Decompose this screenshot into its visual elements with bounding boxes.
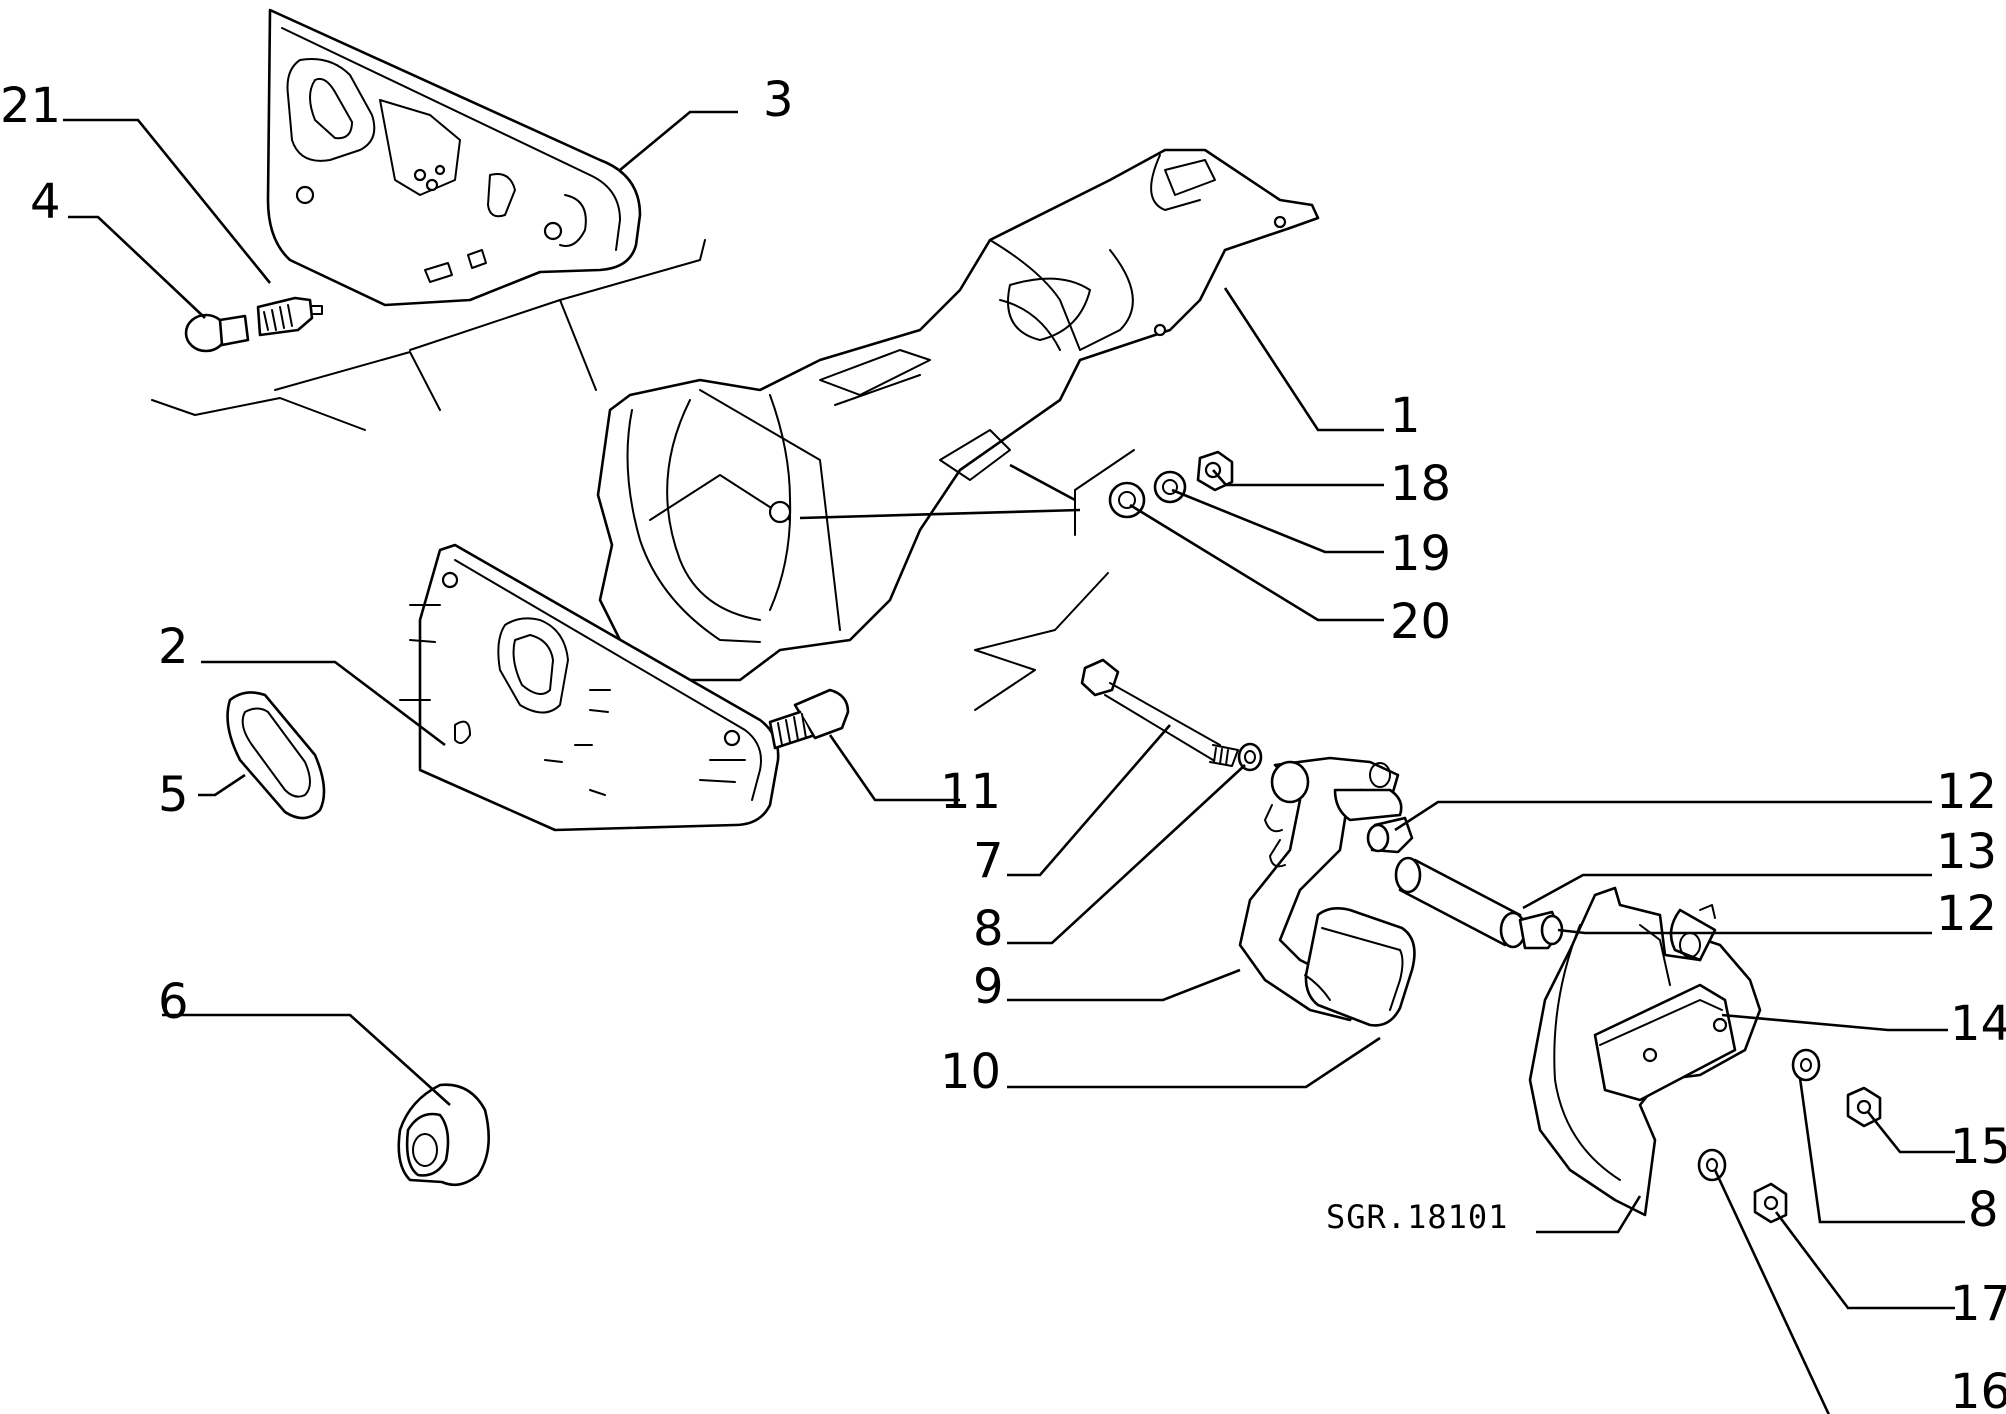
callout-19: 19 (1390, 526, 1451, 582)
callout-3: 3 (763, 72, 794, 128)
callout-9: 9 (973, 959, 1004, 1015)
part-3-upper-plate (266, 8, 642, 307)
break-lines-upper (151, 239, 706, 431)
callout-16: 16 (1950, 1364, 2006, 1414)
callout-21: 21 (0, 78, 61, 134)
part-12-bushing-lower (1518, 910, 1564, 950)
break-lines-middle (974, 449, 1135, 711)
part-16-washer (1697, 1148, 1727, 1182)
callout-10: 10 (940, 1044, 1001, 1100)
callout-5: 5 (158, 767, 189, 823)
callout-6: 6 (158, 974, 189, 1030)
part-8-washer-upper (1237, 742, 1263, 772)
part-1-main-bracket (596, 148, 1320, 682)
callout-12-upper: 12 (1936, 764, 1997, 820)
callout-8-upper: 8 (973, 901, 1004, 957)
leader-lines (63, 110, 1965, 1414)
part-10-pedal-pad (1304, 907, 1416, 1027)
part-14-pedal-bracket (1528, 886, 1762, 1217)
part-19-lock-washer (1153, 470, 1187, 504)
callout-14: 14 (1950, 996, 2006, 1052)
part-17-nut (1753, 1182, 1788, 1224)
callout-17: 17 (1950, 1276, 2006, 1332)
callout-11: 11 (940, 764, 1001, 820)
part-5-seal (226, 691, 326, 820)
part-21-stud (256, 296, 323, 337)
part-7-pivot-bolt (1080, 658, 1239, 767)
callout-4: 4 (30, 174, 61, 230)
part-2-lower-plate (399, 543, 780, 832)
callout-13: 13 (1936, 824, 1997, 880)
part-13-spacer-tube (1394, 856, 1527, 949)
callout-18: 18 (1390, 456, 1451, 512)
callout-8-lower: 8 (1968, 1182, 1999, 1238)
part-6-bushing (397, 1083, 490, 1187)
callout-12-lower: 12 (1936, 886, 1997, 942)
part-8-washer-lower (1791, 1048, 1821, 1082)
drawing-reference: SGR.18101 (1326, 1198, 1508, 1236)
callout-7: 7 (973, 833, 1004, 889)
part-11-bolt (768, 688, 850, 750)
callout-15: 15 (1950, 1119, 2006, 1175)
callout-labels: 21 3 4 1 18 19 20 2 5 6 11 7 8 9 10 12 1… (0, 72, 2006, 1414)
part-4-bolt (184, 313, 250, 353)
callout-1: 1 (1390, 388, 1421, 444)
callout-20: 20 (1390, 594, 1451, 650)
callout-2: 2 (158, 619, 189, 675)
